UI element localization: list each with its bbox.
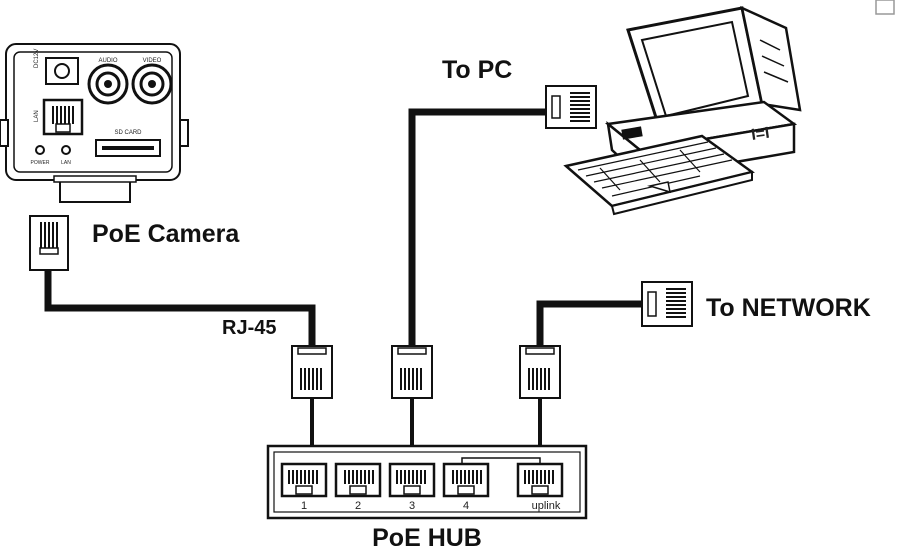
- poe-camera-illustration: DC12V AUDIO VIDEO LAN SD CARD POWER LAN: [0, 43, 189, 203]
- camera-power-label: POWER: [31, 160, 50, 166]
- rj45-label: RJ-45: [222, 317, 276, 339]
- hub-port-2-label: 2: [355, 500, 361, 512]
- poe-hub-label: PoE HUB: [372, 524, 482, 551]
- rj45-plug-pc: [545, 85, 597, 129]
- camera-dc-label: DC12V: [34, 49, 40, 68]
- rj45-plug-camera: [29, 215, 69, 271]
- poe-camera-label: PoE Camera: [92, 220, 240, 248]
- hub-port-4-icon: [442, 462, 490, 498]
- poe-hub-illustration: 1 2 3 4 uplink: [266, 444, 588, 520]
- rj45-plug-uplink: [519, 345, 561, 399]
- hub-port-uplink-label: uplink: [532, 500, 561, 512]
- hub-port-3-icon: [388, 462, 436, 498]
- camera-lan-led-label: LAN: [61, 160, 71, 166]
- hub-port-1-label: 1: [301, 500, 307, 512]
- hub-port-4-label: 4: [463, 500, 469, 512]
- camera-lan-port-icon: [42, 98, 84, 136]
- network-cable: [536, 300, 644, 350]
- power-led-icon: [35, 145, 45, 155]
- svg-text:I=I: I=I: [750, 125, 770, 144]
- pc-illustration: I=I: [563, 0, 895, 216]
- camera-lan-label: LAN: [34, 110, 40, 122]
- to-pc-label: To PC: [442, 56, 512, 84]
- pc-cable: [408, 108, 548, 350]
- camera-sd-label: SD CARD: [114, 130, 142, 136]
- rj45-plug-network: [641, 281, 693, 327]
- camera-video-label: VIDEO: [143, 58, 162, 64]
- camera-cable: [44, 270, 316, 350]
- hub-port-1-icon: [280, 462, 328, 498]
- video-bnc-icon: [131, 63, 173, 105]
- to-network-label: To NETWORK: [706, 294, 871, 322]
- hub-port-uplink-icon: [516, 462, 564, 498]
- camera-audio-label: AUDIO: [98, 58, 117, 64]
- hub-port-2-icon: [334, 462, 382, 498]
- lan-led-icon: [61, 145, 71, 155]
- audio-bnc-icon: [87, 63, 129, 105]
- rj45-plug-port3: [391, 345, 433, 399]
- rj45-plug-port1: [291, 345, 333, 399]
- cables: [44, 108, 644, 446]
- hub-port-3-label: 3: [409, 500, 415, 512]
